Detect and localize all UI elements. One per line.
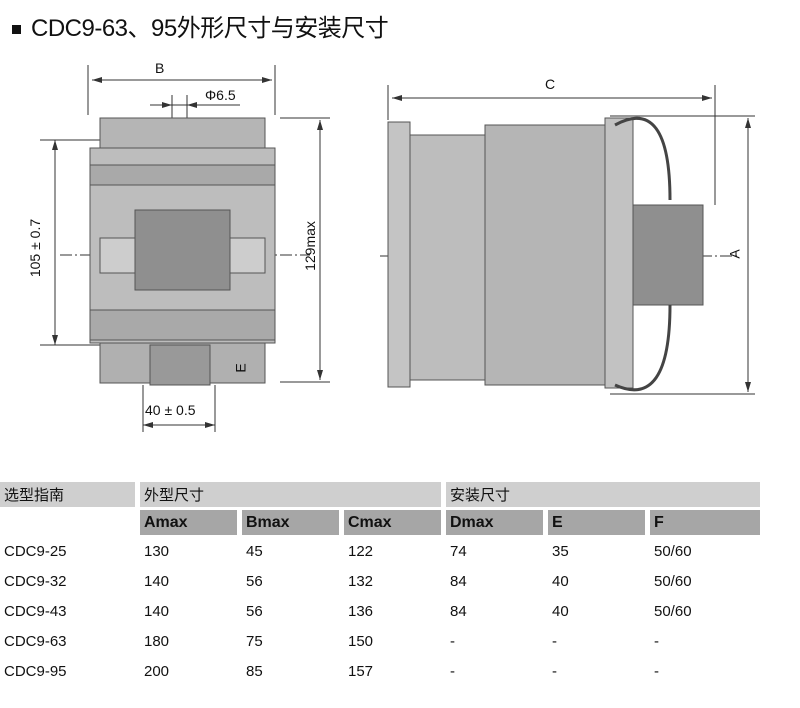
table-row: CDC9-95 200 85 157 - - - <box>0 658 760 685</box>
value-cell: 157 <box>348 663 374 680</box>
value-cell: 85 <box>246 663 263 680</box>
dimension-b-label: B <box>155 60 165 76</box>
title-text: CDC9-63、95外形尺寸与安装尺寸 <box>31 15 389 42</box>
column-header: Dmax <box>446 510 543 535</box>
bullet-icon <box>12 25 21 35</box>
value-cell: 50/60 <box>654 603 692 620</box>
table-row: CDC9-43 140 56 136 84 40 50/60 <box>0 598 760 625</box>
value-cell: 40 <box>552 573 569 590</box>
model-cell: CDC9-95 <box>4 663 67 680</box>
value-cell: - <box>654 663 659 680</box>
value-cell: 180 <box>144 633 170 650</box>
dimension-40-label: 40 ± 0.5 <box>145 402 196 418</box>
dimension-e-label: E <box>232 363 249 373</box>
value-cell: 150 <box>348 633 374 650</box>
value-cell: 35 <box>552 543 569 560</box>
column-header: Bmax <box>242 510 339 535</box>
column-header: F <box>650 510 760 535</box>
table-row: CDC9-25 130 45 122 74 35 50/60 <box>0 538 760 565</box>
dimension-drawing <box>40 65 755 432</box>
value-cell: 200 <box>144 663 170 680</box>
value-cell: - <box>552 663 557 680</box>
dimension-105-label: 105 ± 0.7 <box>27 218 43 278</box>
value-cell: 50/60 <box>654 543 692 560</box>
column-header: Amax <box>140 510 237 535</box>
header-selection-guide: 选型指南 <box>0 482 135 507</box>
column-header: E <box>548 510 645 535</box>
value-cell: - <box>654 633 659 650</box>
header-mounting-dimensions: 安装尺寸 <box>446 482 760 507</box>
value-cell: 84 <box>450 573 467 590</box>
value-cell: 140 <box>144 573 170 590</box>
model-cell: CDC9-32 <box>4 573 67 590</box>
page-title: CDC9-63、95外形尺寸与安装尺寸 <box>12 8 389 43</box>
value-cell: - <box>450 633 455 650</box>
value-cell: 122 <box>348 543 374 560</box>
column-header: Cmax <box>344 510 441 535</box>
value-cell: 74 <box>450 543 467 560</box>
dimension-129-label: 129max <box>302 221 318 271</box>
value-cell: - <box>450 663 455 680</box>
header-outline-dimensions: 外型尺寸 <box>140 482 441 507</box>
model-cell: CDC9-63 <box>4 633 67 650</box>
value-cell: 75 <box>246 633 263 650</box>
dimension-a-label: A <box>726 249 743 259</box>
value-cell: 45 <box>246 543 263 560</box>
value-cell: - <box>552 633 557 650</box>
value-cell: 56 <box>246 573 263 590</box>
value-cell: 50/60 <box>654 573 692 590</box>
value-cell: 140 <box>144 603 170 620</box>
table-row: CDC9-63 180 75 150 - - - <box>0 628 760 655</box>
value-cell: 56 <box>246 603 263 620</box>
table-row: CDC9-32 140 56 132 84 40 50/60 <box>0 568 760 595</box>
dimension-hole-diameter-label: Φ6.5 <box>205 87 236 103</box>
value-cell: 136 <box>348 603 374 620</box>
value-cell: 130 <box>144 543 170 560</box>
value-cell: 132 <box>348 573 374 590</box>
model-cell: CDC9-43 <box>4 603 67 620</box>
value-cell: 84 <box>450 603 467 620</box>
selection-table: 选型指南 外型尺寸 安装尺寸 Amax Bmax Cmax Dmax E F C… <box>0 479 765 688</box>
value-cell: 40 <box>552 603 569 620</box>
model-cell: CDC9-25 <box>4 543 67 560</box>
dimension-c-label: C <box>545 76 556 92</box>
